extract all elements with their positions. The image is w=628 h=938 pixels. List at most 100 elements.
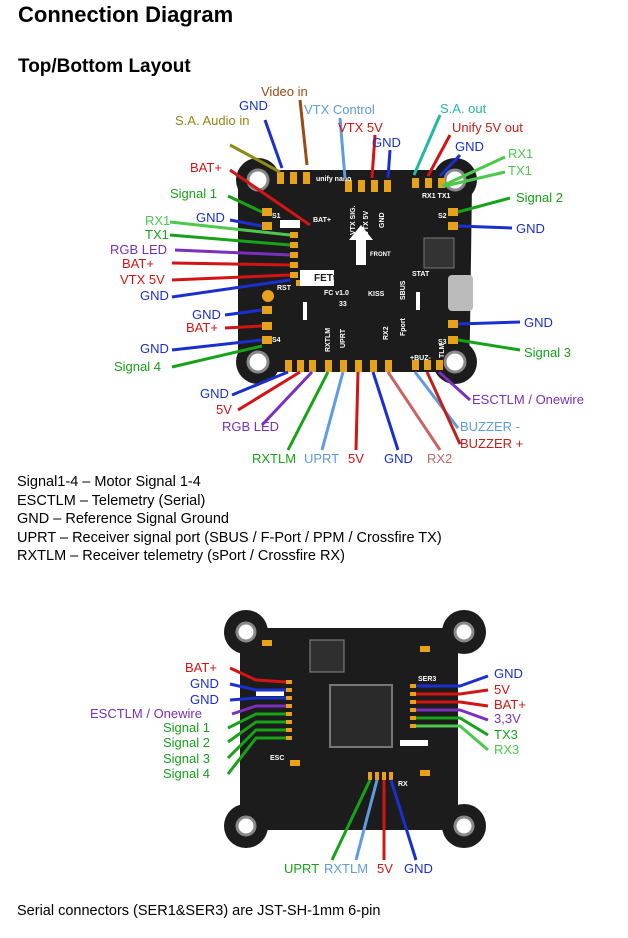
bottom-label-rx3: RX3: [494, 742, 519, 757]
label-signal-2: Signal 2: [516, 190, 563, 205]
s1-silkscreen: S1: [272, 213, 281, 220]
footer-note: Serial connectors (SER1&SER3) are JST-SH…: [17, 903, 381, 919]
label-rx1: RX1: [508, 146, 533, 161]
label-sa-audio-in: S.A. Audio in: [175, 113, 249, 128]
bottom-label-gnd2: GND: [190, 692, 219, 707]
legend-item: Signal1-4 – Motor Signal 1-4: [17, 474, 201, 490]
label-rgb-led-left: RGB LED: [110, 242, 167, 257]
bottom-label-signal-4: Signal 4: [163, 766, 210, 781]
bottom-label-bat-plus: BAT+: [185, 660, 217, 675]
label-bat-plus-left: BAT+: [122, 256, 154, 271]
label-vtx-5v: VTX 5V: [338, 120, 383, 135]
bottom-label-gnd1: GND: [190, 676, 219, 691]
label-gnd-bottom: GND: [384, 451, 413, 466]
label-rxtlm: RXTLM: [252, 451, 296, 466]
bottom-label-tx3: TX3: [494, 727, 518, 742]
unify-silkscreen: unify nano: [316, 176, 351, 183]
vtx5v-silkscreen: VTX 5V: [363, 211, 370, 235]
gnd-silkscreen: GND: [379, 212, 386, 228]
s3-silkscreen: S3: [438, 339, 447, 346]
model-silkscreen: FC v1.0: [324, 290, 349, 297]
label-gnd-top-mid: GND: [372, 135, 401, 150]
esc-silkscreen: ESC: [270, 755, 284, 762]
vtxsig-silkscreen: VTX SIG.: [350, 205, 357, 235]
bottom-label-signal-2: Signal 2: [163, 735, 210, 750]
legend-item: GND – Reference Signal Ground: [17, 511, 229, 527]
page-title: Connection Diagram: [18, 2, 234, 27]
section-title: Top/Bottom Layout: [18, 56, 191, 77]
brand-silkscreen: FETtec: [314, 273, 348, 284]
label-gnd-left: GND: [140, 288, 169, 303]
tlm-silkscreen: TLM: [439, 343, 446, 358]
n33-silkscreen: 33: [339, 301, 347, 308]
label-bat-plus-left2: BAT+: [186, 320, 218, 335]
label-rgb-led-bottom: RGB LED: [222, 419, 279, 434]
label-5v-bottom-left: 5V: [216, 402, 232, 417]
label-gnd-s3: GND: [524, 315, 553, 330]
label-gnd-top-left: GND: [239, 98, 268, 113]
label-gnd-s4: GND: [140, 341, 169, 356]
bottom-label-5v-r: 5V: [494, 682, 510, 697]
label-5v-bottom: 5V: [348, 451, 364, 466]
rst-silkscreen: RST: [277, 285, 292, 292]
legend-item: UPRT – Receiver signal port (SBUS / F-Po…: [17, 529, 442, 546]
label-unify-5v-out: Unify 5V out: [452, 120, 523, 135]
bottom-label-gnd: GND: [404, 861, 433, 876]
bottom-label-signal-1: Signal 1: [163, 720, 210, 735]
top-board-wires: [169, 99, 521, 451]
uprt-silkscreen: UPRT: [340, 328, 347, 348]
label-gnd-s1: GND: [196, 210, 225, 225]
bottom-board-wires: [226, 666, 489, 861]
label-rx2: RX2: [427, 451, 452, 466]
label-rx1-left: RX1: [145, 213, 170, 228]
buz-silkscreen: +BUZ-: [410, 355, 431, 362]
label-signal-3: Signal 3: [524, 345, 571, 360]
label-esctlm-onewire: ESCTLM / Onewire: [472, 392, 584, 407]
legend-item: ESCTLM – Telemetry (Serial): [17, 492, 206, 509]
front-silkscreen: FRONT: [370, 252, 391, 258]
label-gnd-bottom-left: GND: [200, 386, 229, 401]
label-bat-plus-top: BAT+: [190, 160, 222, 175]
label-signal-1: Signal 1: [170, 186, 217, 201]
kiss-silkscreen: KISS: [368, 291, 385, 298]
bottom-label-3v3: 3,3V: [494, 711, 521, 726]
rx2-silkscreen: RX2: [383, 326, 390, 340]
s4-silkscreen: S4: [272, 337, 281, 344]
rx1tx1-silkscreen: RX1 TX1: [422, 193, 451, 200]
sbus-silkscreen: SBUS: [400, 280, 407, 300]
top-board-labels: Video in GND VTX Control S.A. Audio in S…: [110, 84, 584, 466]
legend: Signal1-4 – Motor Signal 1-4 ESCTLM – Te…: [17, 473, 442, 566]
bat-silkscreen: BAT+: [313, 217, 331, 224]
bottom-label-gnd-r: GND: [494, 666, 523, 681]
bottom-label-rxtlm: RXTLM: [324, 861, 368, 876]
bottom-label-5v: 5V: [377, 861, 393, 876]
bottom-board: SER3 ESC RX: [224, 610, 486, 848]
label-gnd-top-right: GND: [455, 139, 484, 154]
bottom-label-signal-3: Signal 3: [163, 751, 210, 766]
label-vtx-5v-left: VTX 5V: [120, 272, 165, 287]
bottom-label-uprt: UPRT: [284, 861, 319, 876]
rx-silkscreen: RX: [398, 781, 408, 788]
label-vtx-control: VTX Control: [304, 102, 375, 117]
label-gnd-left2: GND: [192, 307, 221, 322]
label-signal-4: Signal 4: [114, 359, 161, 374]
rxtlm-silkscreen: RXTLM: [325, 328, 332, 352]
label-sa-out: S.A. out: [440, 101, 487, 116]
label-tx1-left: TX1: [145, 227, 169, 242]
ser3-silkscreen: SER3: [418, 676, 436, 683]
legend-item: RXTLM – Receiver telemetry (sPort / Cros…: [17, 548, 345, 564]
bottom-board-labels: BAT+ GND GND ESCTLM / Onewire Signal 1 S…: [90, 660, 526, 876]
label-buzzer-minus: BUZZER -: [460, 419, 520, 434]
label-buzzer-plus: BUZZER +: [460, 436, 523, 451]
s2-silkscreen: S2: [438, 213, 447, 220]
bottom-label-esctlm-onewire: ESCTLM / Onewire: [90, 706, 202, 721]
fport-silkscreen: Fport: [400, 317, 407, 336]
label-tx1: TX1: [508, 163, 532, 178]
label-uprt: UPRT: [304, 451, 339, 466]
stat-silkscreen: STAT: [412, 271, 430, 278]
label-gnd-s2: GND: [516, 221, 545, 236]
top-board: FETtec FC v1.0 KISS FRONT unify nano BAT…: [236, 158, 477, 384]
label-video-in: Video in: [261, 84, 308, 99]
bottom-label-bat-plus-r: BAT+: [494, 697, 526, 712]
